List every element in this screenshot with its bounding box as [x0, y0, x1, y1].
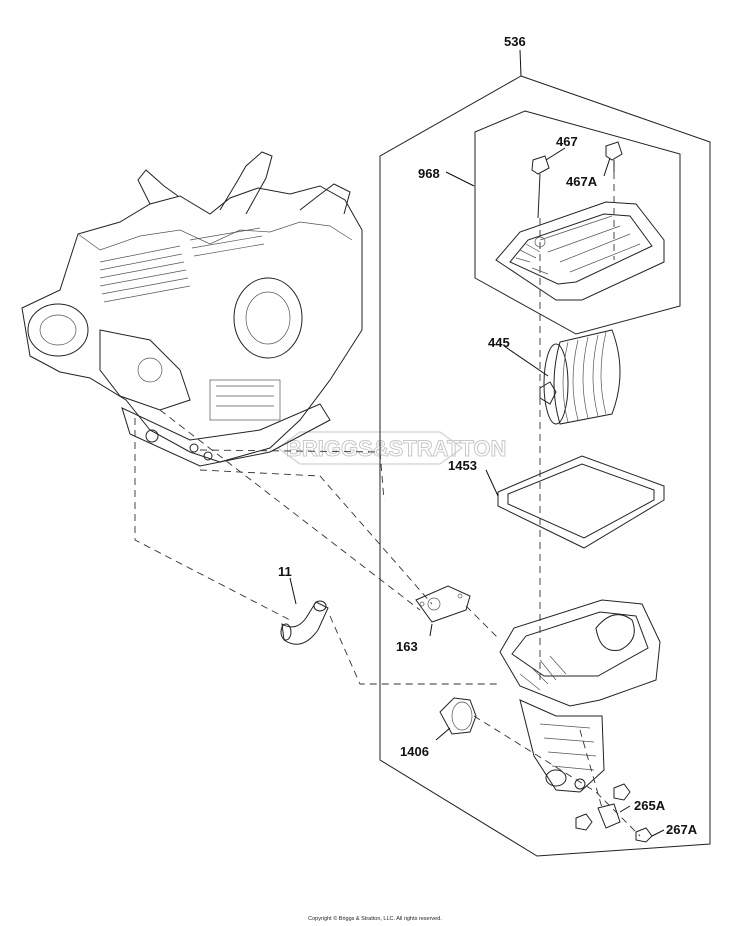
part-1453-gasket [497, 455, 665, 549]
callout-267a: 267A [666, 822, 698, 837]
part-11-hose [280, 600, 329, 645]
part-265a-clip [597, 803, 621, 829]
watermark-text: BRIGGS&STRATTON [286, 436, 506, 461]
part-1406-adapter [439, 697, 477, 735]
assembly-lines [134, 172, 641, 837]
part-nut-2 [575, 813, 593, 831]
leader-lines [289, 49, 665, 837]
callout-467a: 467A [566, 174, 598, 189]
engine-block [21, 151, 363, 467]
callout-536: 536 [504, 34, 526, 49]
part-467-screw [531, 155, 550, 219]
callout-968: 968 [418, 166, 440, 181]
copyright-notice: Copyright © Briggs & Stratton, LLC. All … [308, 916, 442, 922]
part-445-filter [539, 329, 621, 425]
part-163-gasket [415, 585, 471, 623]
part-267a-screw [635, 827, 653, 843]
kit-536-boundary [379, 75, 711, 857]
callout-1406: 1406 [400, 744, 429, 759]
callout-467: 467 [556, 134, 578, 149]
air-cleaner-cover [495, 201, 665, 301]
air-cleaner-base [499, 599, 661, 793]
callout-445: 445 [488, 335, 510, 350]
kit-968-boundary [474, 110, 681, 335]
callout-11: 11 [278, 564, 292, 579]
callout-163: 163 [396, 639, 418, 654]
callout-1453: 1453 [448, 458, 477, 473]
part-nut-1 [613, 783, 631, 801]
watermark: BRIGGS&STRATTON [276, 431, 507, 465]
callout-265a: 265A [634, 798, 666, 813]
part-467a-knob [605, 141, 623, 172]
